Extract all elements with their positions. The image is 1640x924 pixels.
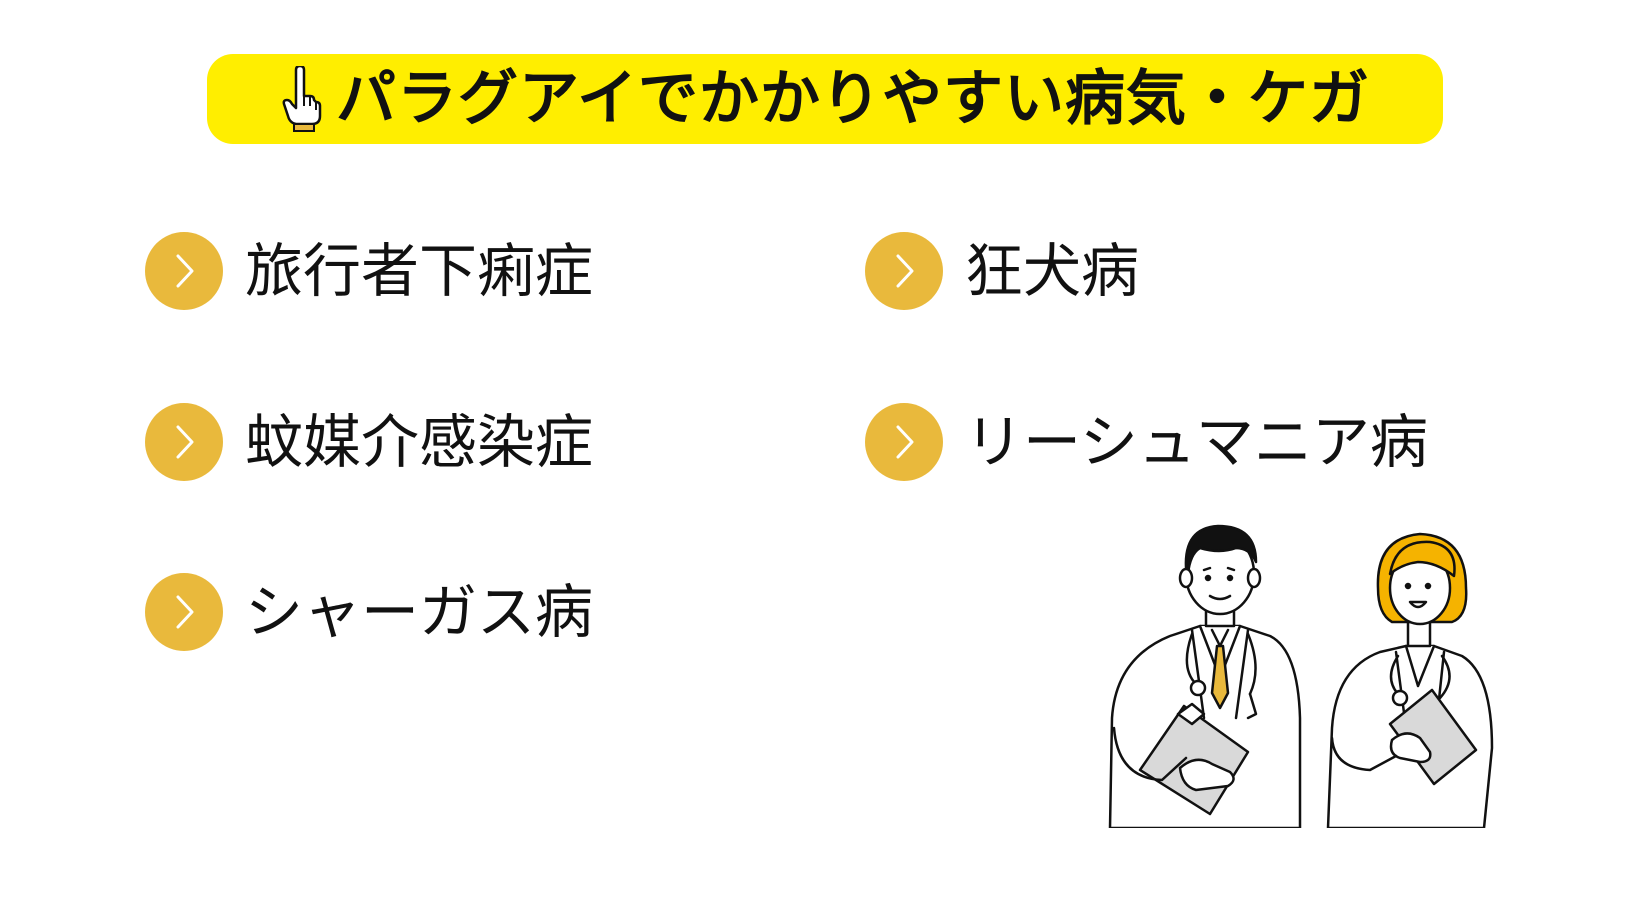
pointing-up-hand-icon [282, 66, 322, 132]
item-label: 旅行者下痢症 [245, 237, 594, 305]
female-clipboard [1388, 688, 1478, 786]
list-item: 旅行者下痢症 [145, 232, 593, 310]
chevron-right-icon [176, 595, 194, 629]
doctors-illustration [1108, 524, 1494, 828]
tie [1210, 644, 1230, 710]
page-title: パラグアイでかかりやすい病気・ケガ [336, 64, 1370, 134]
chevron-right-icon [896, 254, 914, 288]
bullet [145, 403, 223, 481]
item-label: 蚊媒介感染症 [245, 408, 594, 476]
chevron-right-icon [896, 425, 914, 459]
list-item: 蚊媒介感染症 [145, 403, 593, 481]
bullet [865, 403, 943, 481]
bullet [145, 573, 223, 651]
item-label: 狂犬病 [965, 237, 1140, 305]
male-doctor-hair [1184, 524, 1258, 576]
list-item: 狂犬病 [865, 232, 1139, 310]
item-label: シャーガス病 [245, 578, 594, 646]
chevron-right-icon [176, 254, 194, 288]
chevron-right-icon [176, 425, 194, 459]
title-banner: パラグアイでかかりやすい病気・ケガ [207, 54, 1443, 144]
bullet [865, 232, 943, 310]
item-label: リーシュマニア病 [965, 408, 1428, 476]
bullet [145, 232, 223, 310]
list-item: シャーガス病 [145, 573, 593, 651]
list-item: リーシュマニア病 [865, 403, 1428, 481]
